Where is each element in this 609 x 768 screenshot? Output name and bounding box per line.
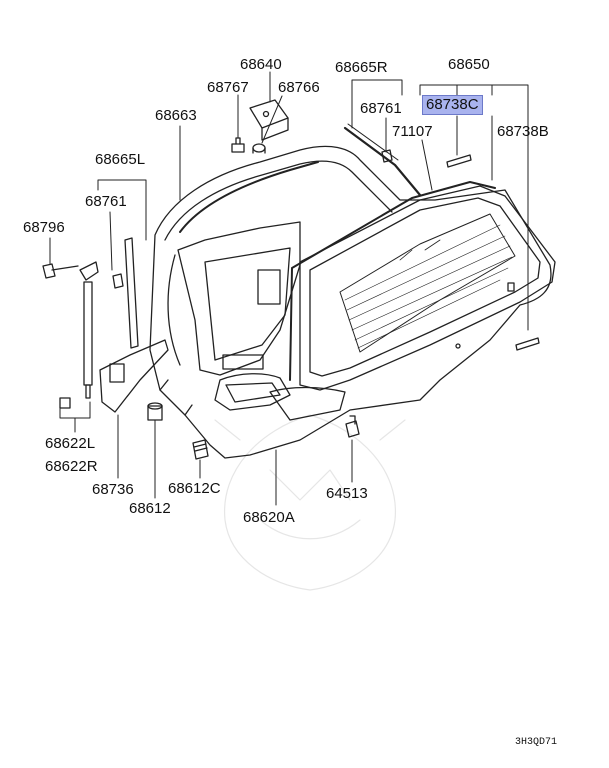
part-label-68761-right[interactable]: 68761 — [360, 100, 402, 117]
inner-seal — [179, 161, 319, 233]
part-label-68640[interactable]: 68640 — [240, 56, 282, 73]
clip-right — [381, 149, 393, 163]
part-label-68766[interactable]: 68766 — [278, 79, 320, 96]
bolt-68796 — [42, 263, 79, 279]
part-label-68796[interactable]: 68796 — [23, 219, 65, 236]
hinge-part — [249, 99, 289, 141]
part-label-68767[interactable]: 68767 — [207, 79, 249, 96]
part-label-68622L[interactable]: 68622L — [45, 435, 96, 452]
part-label-68665R[interactable]: 68665R — [335, 59, 388, 76]
moulding-strip-c — [446, 154, 472, 168]
stopper-c — [192, 439, 209, 460]
fastener-64513 — [345, 415, 360, 438]
glass-seal — [289, 181, 496, 381]
clip-left — [112, 273, 124, 289]
bolt-part — [231, 137, 245, 153]
part-label-68736[interactable]: 68736 — [92, 481, 134, 498]
part-label-68665L[interactable]: 68665L — [95, 151, 146, 168]
moulding-strip-b — [515, 337, 540, 351]
weatherstrip-left — [124, 237, 139, 349]
weatherstrip-right — [343, 126, 422, 197]
tailgate-panel — [149, 145, 552, 459]
figure-code: 3H3QD71 — [514, 737, 557, 748]
part-label-68738B[interactable]: 68738B — [497, 123, 549, 140]
part-label-71107[interactable]: 71107 — [392, 123, 433, 140]
part-label-68622R[interactable]: 68622R — [45, 458, 98, 475]
part-label-68650[interactable]: 68650 — [448, 56, 490, 73]
nut-part — [252, 143, 266, 154]
gas-strut — [59, 261, 99, 409]
part-label-68612C[interactable]: 68612C — [168, 480, 221, 497]
leader-lines — [49, 71, 529, 506]
part-label-68761-left[interactable]: 68761 — [85, 193, 127, 210]
part-label-68612[interactable]: 68612 — [129, 500, 171, 517]
part-label-68663[interactable]: 68663 — [155, 107, 197, 124]
part-label-68620A[interactable]: 68620A — [243, 509, 295, 526]
side-garnish — [99, 339, 169, 413]
stopper-part — [147, 402, 163, 421]
part-label-64513[interactable]: 64513 — [326, 485, 368, 502]
rear-glass — [299, 185, 556, 391]
part-label-68738C-highlighted[interactable]: 68738C — [422, 95, 483, 115]
watermark-emblem — [214, 414, 406, 591]
